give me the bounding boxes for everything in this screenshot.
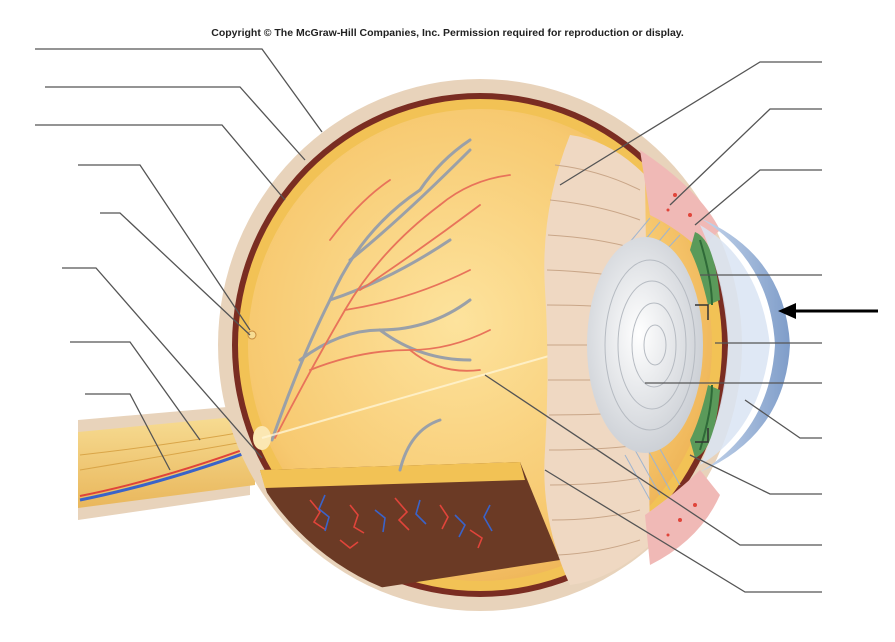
leader-right-9 — [484, 374, 822, 546]
leader-left-4 — [78, 164, 251, 331]
pupil-marker-top — [695, 304, 709, 320]
pupil-marker-bottom — [695, 428, 709, 443]
leader-lines-left — [35, 48, 323, 471]
leader-right-3 — [694, 169, 822, 226]
leader-right-2 — [669, 108, 822, 206]
leader-left-8 — [85, 393, 171, 471]
cornea — [700, 218, 790, 472]
leader-left-2 — [45, 86, 306, 161]
copyright-notice: Copyright © The McGraw-Hill Companies, I… — [211, 27, 684, 39]
leader-lines-right — [484, 61, 822, 593]
retinal-vessels — [270, 138, 511, 472]
leader-right-10 — [544, 469, 822, 593]
leader-left-5 — [100, 212, 251, 336]
lens-layers — [604, 259, 696, 431]
iris — [690, 232, 720, 305]
leader-right-7 — [744, 399, 822, 439]
leader-left-7 — [70, 341, 201, 441]
lens — [587, 237, 703, 453]
leader-right-1 — [559, 61, 822, 186]
leader-left-3 — [35, 124, 286, 201]
ciliary-muscle-lower — [645, 470, 720, 565]
light-arrow — [778, 303, 878, 319]
leader-right-8 — [689, 454, 822, 495]
leader-left-1 — [35, 48, 323, 133]
fovea — [247, 330, 257, 340]
iris-lower — [690, 385, 720, 458]
leader-left-6 — [62, 267, 263, 459]
optic-nerve — [78, 415, 255, 508]
